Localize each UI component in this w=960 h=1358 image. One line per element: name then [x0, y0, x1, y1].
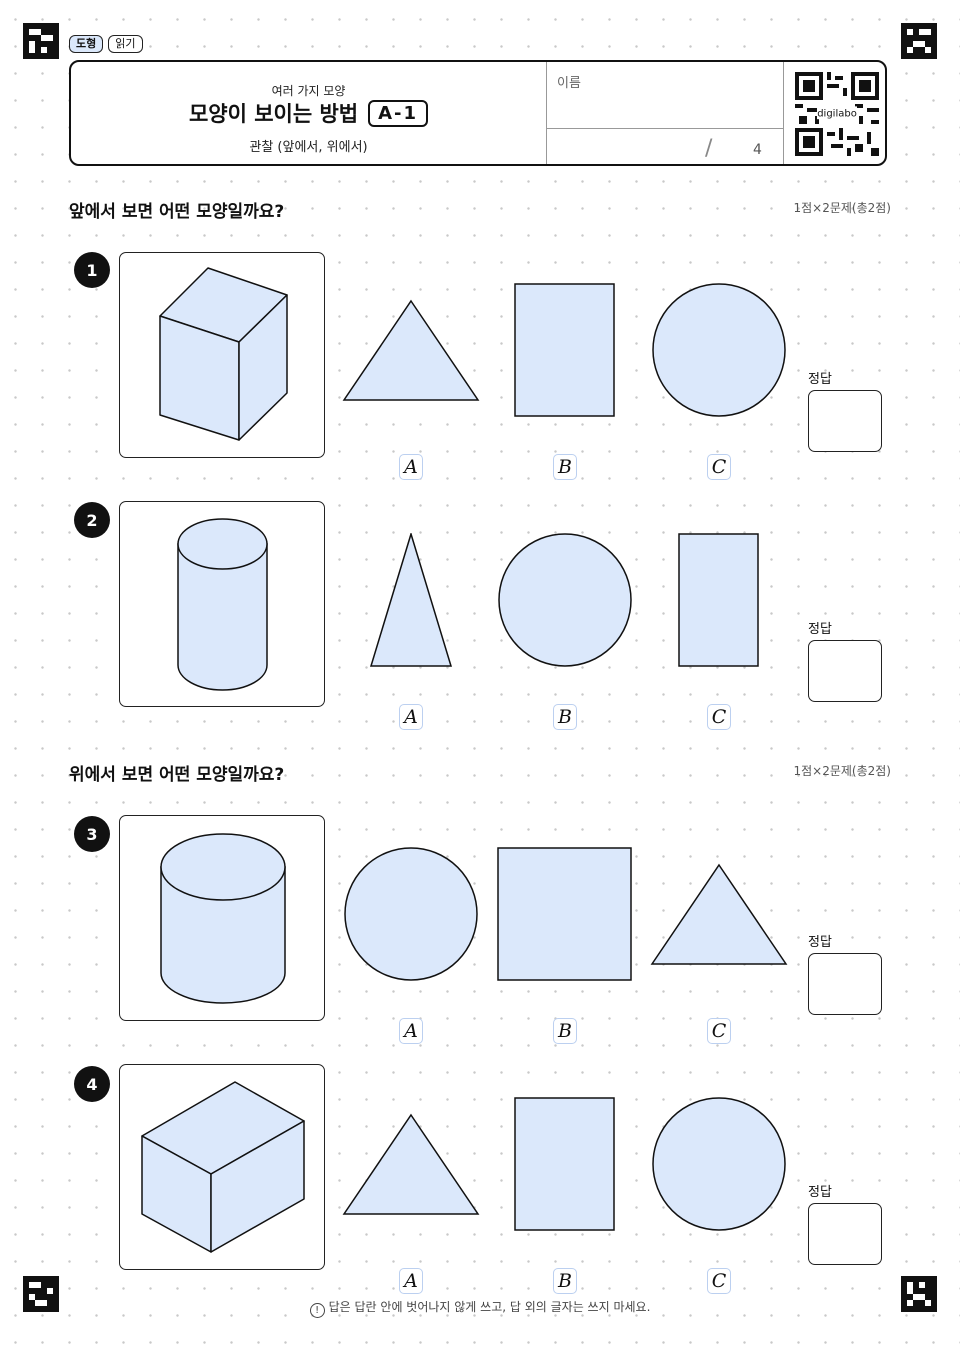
option-label: B	[553, 1018, 577, 1044]
rectangle-shape	[514, 283, 615, 417]
answer-box[interactable]	[808, 1203, 882, 1265]
answer-box[interactable]	[808, 953, 882, 1015]
narrow-triangle-shape	[369, 533, 453, 667]
answer-box[interactable]	[808, 390, 882, 452]
corner-marker	[901, 1276, 937, 1312]
option-label: B	[553, 454, 577, 480]
option-label: A	[399, 454, 423, 480]
qr-brand-text: digilabo	[817, 108, 857, 119]
footer-note: !답은 답란 안에 벗어나지 않게 쓰고, 답 외의 글자는 쓰지 마세요.	[0, 1298, 960, 1318]
circle-shape	[344, 847, 478, 981]
worksheet-title: 모양이 보이는 방법	[188, 102, 359, 126]
option-label: B	[553, 704, 577, 730]
rectangle-shape	[514, 1097, 615, 1231]
cube-drawing	[159, 267, 288, 441]
cylinder-drawing	[160, 833, 286, 1004]
option-label: C	[707, 454, 731, 480]
worksheet-header: 여러 가지 모양 모양이 보이는 방법 A-1 관찰 (앞에서, 위에서) 이름…	[69, 60, 887, 166]
triangle-shape	[342, 299, 480, 401]
name-label: 이름	[557, 76, 581, 91]
tall-rectangle-shape	[678, 533, 759, 667]
option-label: C	[707, 1018, 731, 1044]
solid-figure-cylinder-wide	[119, 815, 325, 1021]
section-score-front: 1점×2문제(총2점)	[793, 201, 891, 215]
option-label: C	[707, 704, 731, 730]
worksheet-description: 관찰 (앞에서, 위에서)	[249, 140, 368, 155]
box-drawing	[141, 1081, 305, 1253]
worksheet-code: A-1	[368, 99, 429, 127]
answer-label: 정답	[808, 372, 832, 387]
circle-shape	[652, 1097, 786, 1231]
option-label: A	[399, 1268, 423, 1294]
solid-figure-cylinder	[119, 501, 325, 707]
divider	[547, 128, 783, 129]
option-label: C	[707, 1268, 731, 1294]
answer-box[interactable]	[808, 640, 882, 702]
tag-shape: 도형	[69, 35, 104, 53]
triangle-shape	[650, 863, 788, 965]
corner-marker	[901, 23, 937, 59]
answer-label: 정답	[808, 1185, 832, 1200]
footer-text: 답은 답란 안에 벗어나지 않게 쓰고, 답 외의 글자는 쓰지 마세요.	[328, 1300, 651, 1314]
triangle-shape	[342, 1113, 480, 1215]
section-title-front: 앞에서 보면 어떤 모양일까요?	[69, 202, 285, 222]
section-title-top: 위에서 보면 어떤 모양일까요?	[69, 765, 285, 785]
title-area: 여러 가지 모양 모양이 보이는 방법 A-1 관찰 (앞에서, 위에서)	[71, 62, 546, 164]
option-label: B	[553, 1268, 577, 1294]
score-total: 4	[753, 142, 762, 158]
problem-number: 3	[74, 816, 110, 852]
tag-reading: 읽기	[108, 35, 143, 53]
problem-number: 2	[74, 502, 110, 538]
solid-figure-cube	[119, 252, 325, 458]
qr-code: digilabo	[795, 72, 879, 156]
warning-icon: !	[309, 1303, 325, 1318]
circle-shape	[498, 533, 632, 667]
tag-group: 도형 읽기	[69, 35, 143, 53]
circle-shape	[652, 283, 786, 417]
name-score-area: 이름 / 4	[546, 62, 784, 164]
worksheet-title-row: 모양이 보이는 방법 A-1	[71, 98, 546, 128]
problem-number: 4	[74, 1066, 110, 1102]
problem-number: 1	[74, 252, 110, 288]
square-shape	[497, 847, 632, 981]
worksheet-subtitle: 여러 가지 모양	[271, 84, 346, 98]
score-slash: /	[705, 136, 713, 161]
section-score-top: 1점×2문제(총2점)	[793, 764, 891, 778]
option-label: A	[399, 704, 423, 730]
corner-marker	[23, 1276, 59, 1312]
answer-label: 정답	[808, 622, 832, 637]
answer-label: 정답	[808, 935, 832, 950]
corner-marker	[23, 23, 59, 59]
solid-figure-box	[119, 1064, 325, 1270]
option-label: A	[399, 1018, 423, 1044]
cylinder-drawing	[177, 518, 268, 691]
